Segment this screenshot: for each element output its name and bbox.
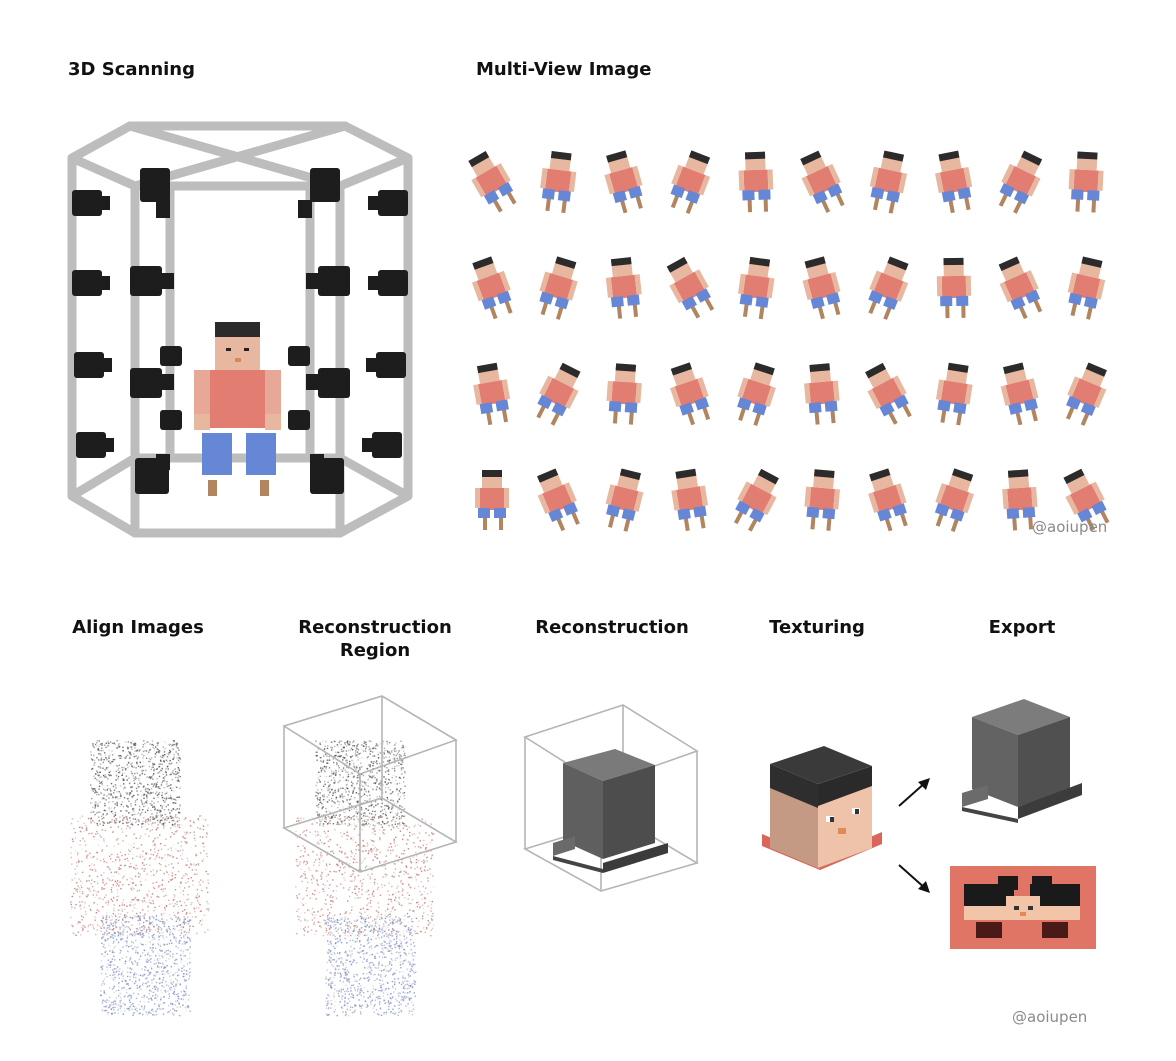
bottom-credit: @aoiupen [1012,1008,1088,1026]
textured-head [762,746,882,870]
multiview-grid [468,150,1110,532]
camera-icon [306,266,350,296]
view-thumbnail [733,468,779,532]
camera-icon [72,190,110,216]
step-align-title: Align Images [72,617,204,638]
view-thumbnail [604,150,643,214]
view-thumbnail [666,256,715,319]
view-thumbnail [804,363,840,425]
view-thumbnail [998,150,1043,214]
camera-icon [140,168,170,218]
view-thumbnail [868,256,909,320]
view-thumbnail [671,468,709,532]
view-thumbnail [998,256,1043,320]
camera-icon [306,368,350,398]
reconstruction-mesh [522,704,699,892]
view-thumbnail [670,362,711,426]
top-credit: @aoiupen [1032,518,1108,536]
scanning-title: 3D Scanning [68,59,196,80]
step-region-title: Reconstruction Region [298,617,452,661]
view-thumbnail [468,151,517,213]
scanning-rig [67,121,413,538]
camera-icon [74,352,112,378]
view-thumbnail [670,150,711,214]
camera-icon [130,266,174,296]
view-thumbnail [935,362,973,426]
reconstruction-region-box [282,695,458,873]
arrow-icon [898,778,930,807]
view-thumbnail [605,468,644,532]
view-thumbnail [737,362,776,426]
view-thumbnail [1002,469,1038,531]
view-thumbnail [471,256,513,320]
view-thumbnail [935,150,973,214]
view-thumbnail [473,362,511,426]
view-thumbnail [540,151,577,214]
camera-icon [288,346,310,366]
arrow-icon [898,864,930,893]
view-thumbnail [804,469,840,531]
camera-icon [160,410,182,430]
step-texturing-title: Texturing [769,617,865,638]
view-thumbnail [865,362,912,425]
view-thumbnail [800,150,845,213]
view-thumbnail [1068,151,1104,213]
camera-icon [72,270,110,296]
camera-icon [288,410,310,430]
view-thumbnail [1067,256,1106,320]
camera-icon [135,454,170,494]
view-thumbnail [802,256,841,320]
view-thumbnail [475,470,509,530]
view-thumbnail [738,151,774,213]
view-thumbnail [1063,468,1110,531]
view-thumbnail [605,257,642,319]
view-thumbnail [606,363,642,425]
view-thumbnail [1065,362,1107,426]
camera-icon [366,352,406,378]
camera-icon [298,168,340,218]
align-point-cloud [70,740,210,1017]
view-thumbnail [936,257,972,319]
view-thumbnail [934,468,974,532]
view-thumbnail [868,468,908,532]
export-mesh [962,699,1082,823]
multiview-title: Multi-View Image [476,59,652,80]
camera-icon [130,368,174,398]
view-thumbnail [537,468,580,532]
view-thumbnail [539,256,578,320]
scan-character [194,322,281,496]
export-texture [950,866,1096,949]
view-thumbnail [536,362,581,426]
camera-icon [310,454,344,494]
camera-icon [76,432,114,458]
step-reconstruction-title: Reconstruction [535,617,689,638]
camera-icon [368,270,408,296]
camera-icon [368,190,408,216]
view-thumbnail [869,150,908,214]
view-thumbnail [738,256,775,320]
camera-icon [362,432,402,458]
view-thumbnail [1000,362,1039,426]
step-export-title: Export [988,617,1056,638]
camera-icon [160,346,182,366]
